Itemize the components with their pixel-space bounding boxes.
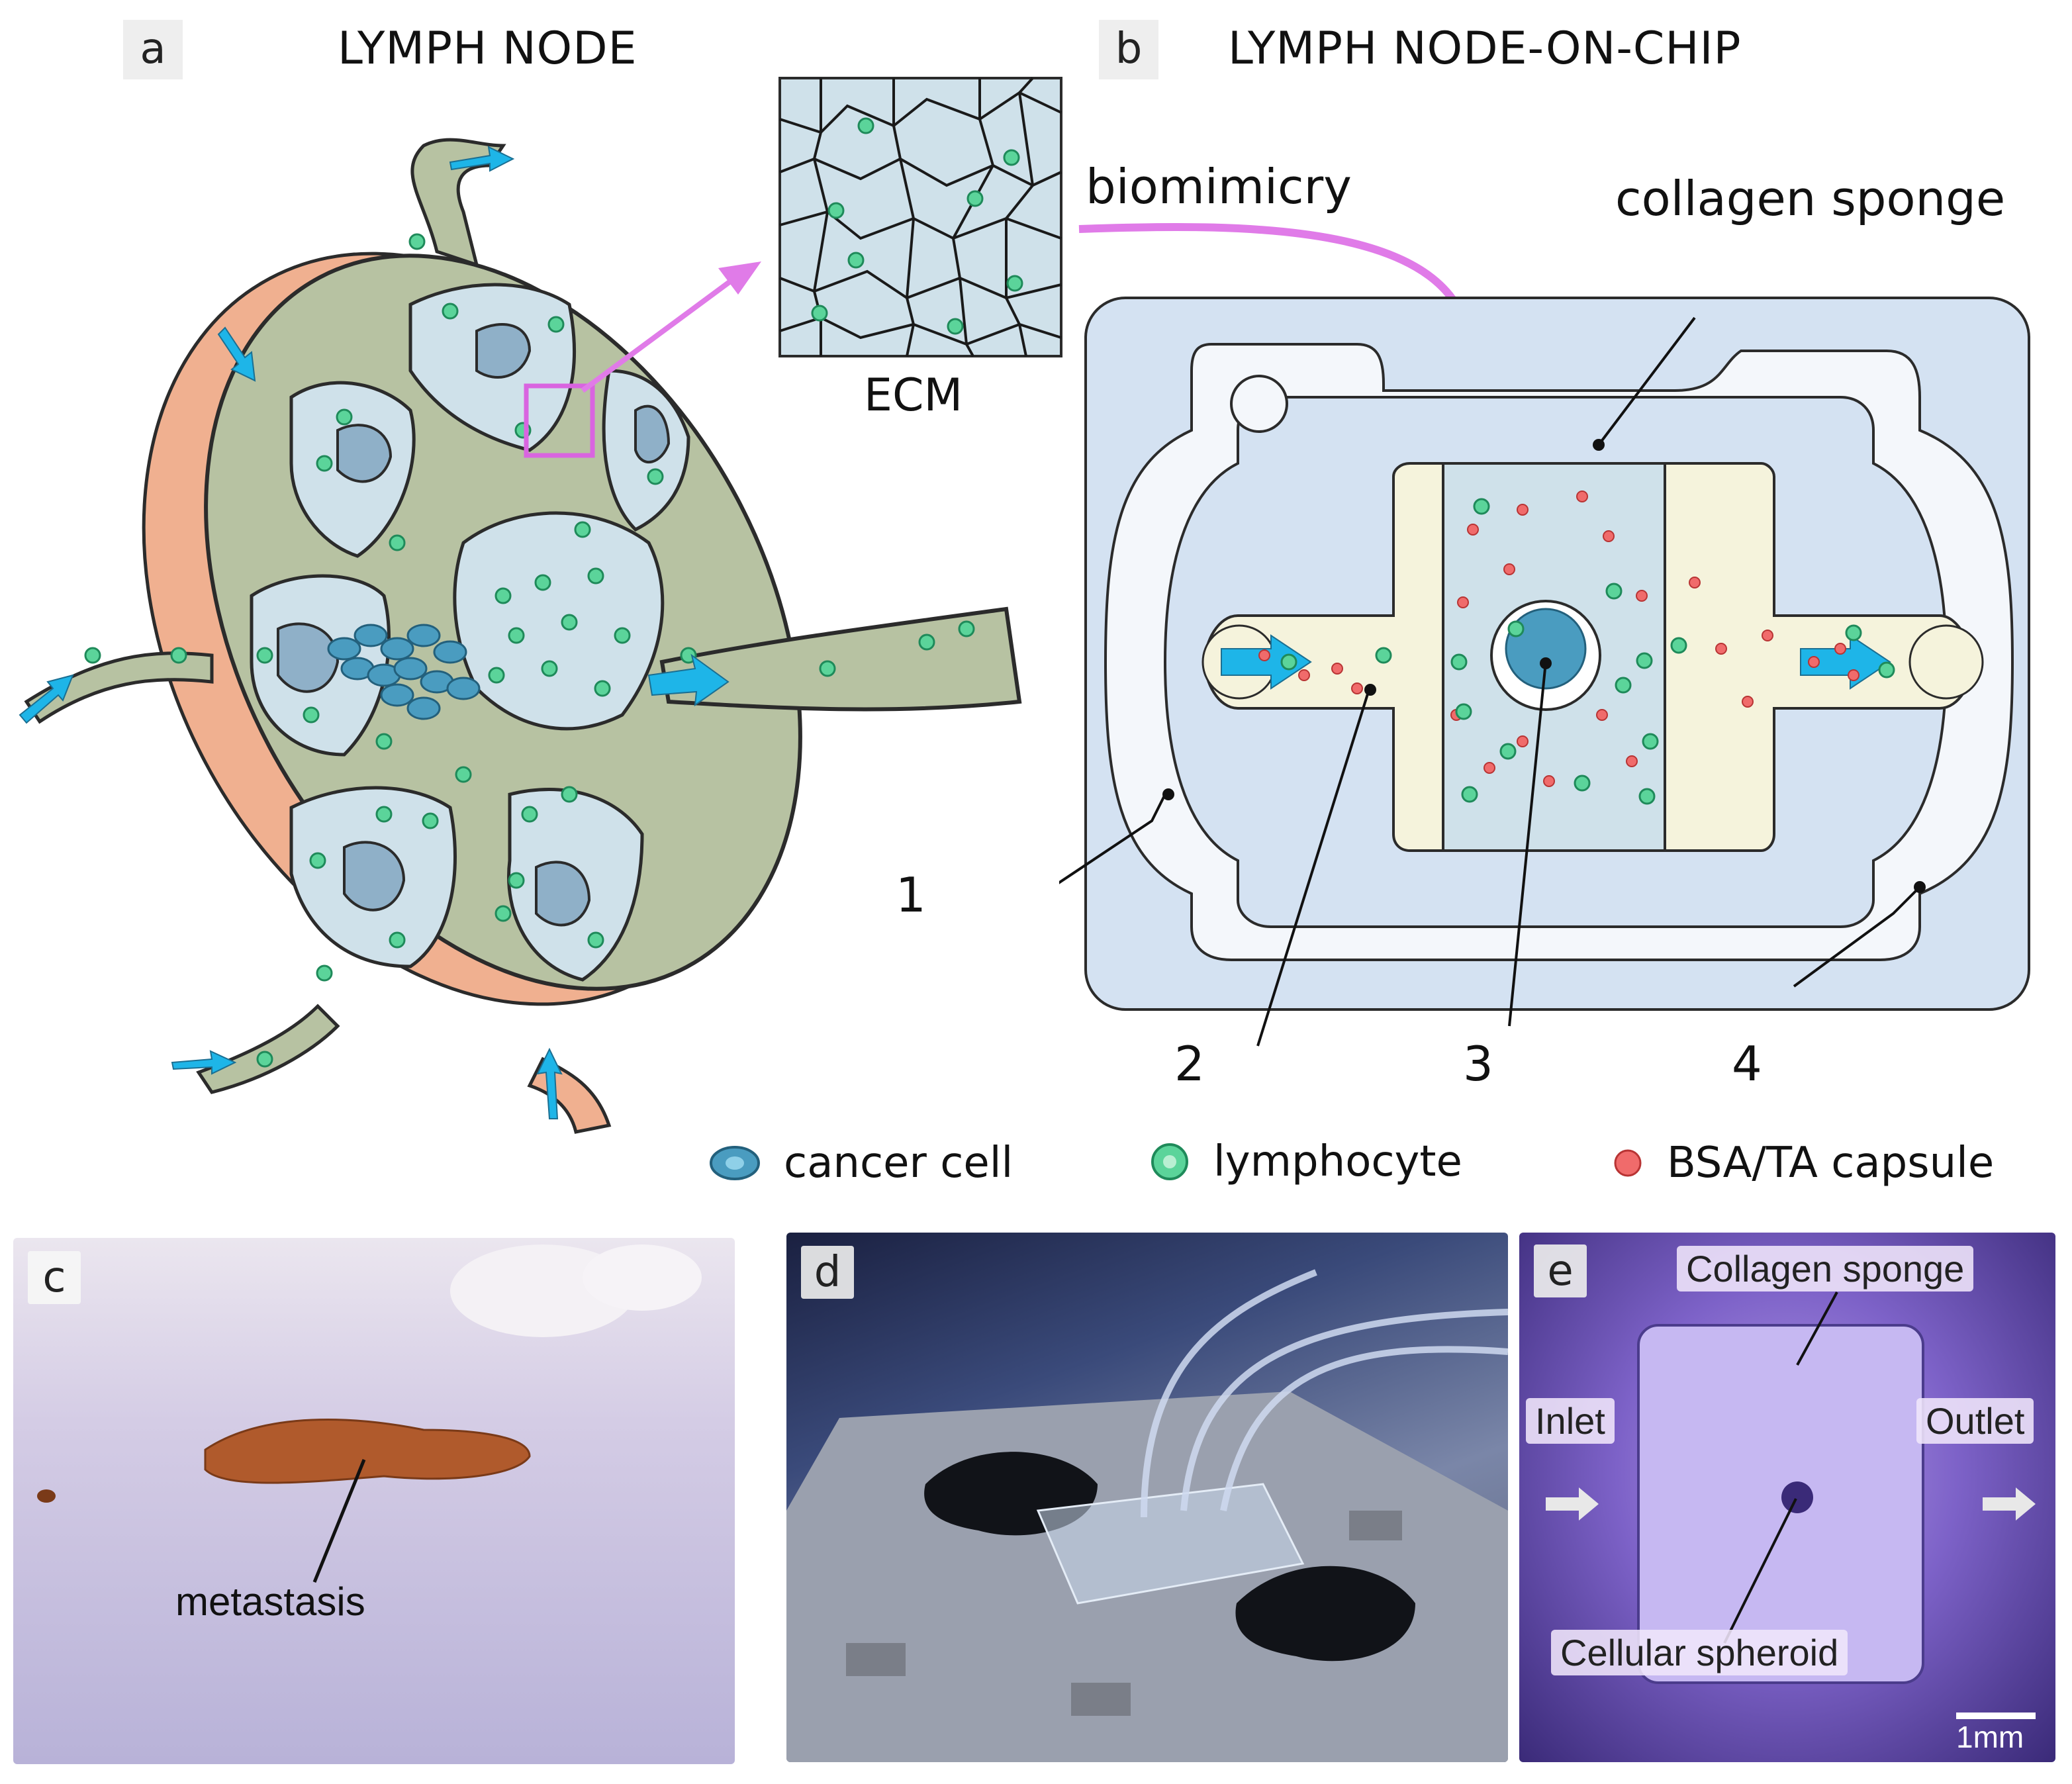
ecm-lymphocytes xyxy=(811,117,1023,335)
scale-bar xyxy=(1956,1713,2036,1719)
inlet-arrow xyxy=(1546,1487,1599,1521)
cancer-cluster xyxy=(327,624,481,720)
leader-lines xyxy=(1059,316,1921,1047)
sponge-region xyxy=(1637,1324,1924,1684)
afferent-vessel-left xyxy=(24,651,214,724)
metastasis-leader xyxy=(312,1459,366,1583)
panel-c-label: c xyxy=(28,1251,81,1304)
inlet-label: Inlet xyxy=(1526,1398,1615,1444)
spheroid-spot xyxy=(1781,1481,1813,1513)
panel-b-title: LYMPH NODE-ON-CHIP xyxy=(1228,23,1742,75)
ecm-label: ECM xyxy=(864,369,963,422)
efferent-vessel xyxy=(659,606,1022,712)
lymphocytes-a xyxy=(84,233,975,1068)
legend-bsa-ta-capsule-label: BSA/TA capsule xyxy=(1667,1139,1995,1188)
panel-e-label: e xyxy=(1534,1244,1587,1297)
ecm-callout-box xyxy=(524,383,595,458)
outlet-arrow xyxy=(1983,1487,2036,1521)
scale-label: 1mm xyxy=(1956,1720,2024,1754)
chip-photo: e Collagen sponge Inlet Outlet Cellular … xyxy=(1519,1233,2055,1762)
biomimicry-label: biomimicry xyxy=(1086,159,1352,214)
panel-a-label: a xyxy=(123,20,183,79)
outflow-arrow xyxy=(1800,634,1891,690)
label-number-3: 3 xyxy=(1463,1036,1493,1092)
lymphocyte-icon xyxy=(1151,1143,1188,1180)
afferent-vessel-bottom xyxy=(196,1004,340,1094)
spheroid-leader xyxy=(1723,1498,1797,1644)
label-number-1: 1 xyxy=(896,867,926,923)
panel-b-label: b xyxy=(1099,20,1158,79)
legend-lymphocyte: lymphocyte xyxy=(1149,1137,1462,1186)
panel-a-title: LYMPH NODE xyxy=(338,23,637,75)
chip-diagram xyxy=(1059,222,2030,1047)
legend-cancer-cell-label: cancer cell xyxy=(784,1139,1013,1188)
label-number-4: 4 xyxy=(1732,1036,1762,1092)
spheroid xyxy=(1505,608,1587,690)
collagen-sponge-label: collagen sponge xyxy=(1615,171,2006,226)
efferent-flow-arrow xyxy=(647,653,730,707)
cellular-spheroid-label: Cellular spheroid xyxy=(1551,1630,1848,1675)
medulla-center xyxy=(453,511,665,731)
bsa-ta-capsule-icon xyxy=(1614,1149,1642,1177)
ecm-callout-arrow-line xyxy=(581,275,737,393)
panel-d-label: d xyxy=(801,1246,854,1299)
inflow-arrow xyxy=(1221,634,1312,690)
legend-lymphocyte-label: lymphocyte xyxy=(1213,1137,1462,1186)
legend-cancer-cell: cancer cell xyxy=(708,1139,1013,1188)
histology-photo: c metastasis xyxy=(13,1238,735,1764)
metastasis-region xyxy=(204,1419,531,1484)
collagen-sponge-photo-label: Collagen sponge xyxy=(1677,1246,1974,1291)
metastasis-label: metastasis xyxy=(175,1579,365,1624)
ecm-callout-arrowhead xyxy=(718,261,761,295)
tubing xyxy=(1141,1269,1508,1518)
outlet-label: Outlet xyxy=(1916,1398,2034,1444)
bsa-capsules xyxy=(1258,491,1860,787)
leader-dots xyxy=(1162,439,1926,893)
germinal-centers xyxy=(277,323,671,927)
sponge-leader xyxy=(1796,1291,1838,1366)
flow-arrows-a xyxy=(19,146,730,1119)
legend-bsa-ta-capsule: BSA/TA capsule xyxy=(1611,1139,1994,1188)
stage-cutout-right xyxy=(1235,1566,1415,1662)
inlet-hole xyxy=(1230,375,1288,433)
lymphocytes-b xyxy=(1280,498,1895,805)
cancer-cell-icon xyxy=(710,1146,760,1180)
lymph-node-illustration xyxy=(19,77,1062,1134)
ecm-fibers xyxy=(779,77,1062,357)
flow-arrows-b xyxy=(1221,634,1891,690)
afferent-vessel-top xyxy=(410,138,506,267)
device-photo: d xyxy=(786,1233,1508,1762)
label-number-2: 2 xyxy=(1174,1036,1205,1092)
